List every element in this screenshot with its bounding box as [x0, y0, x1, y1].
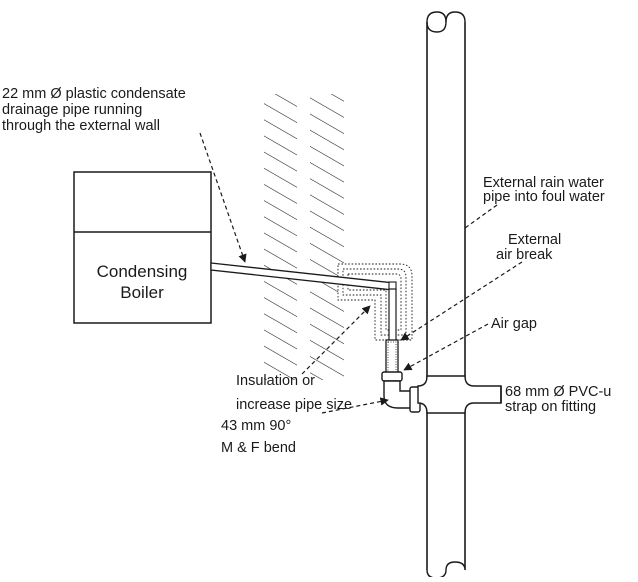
- external-wall: [264, 94, 344, 380]
- insulation-wrap: [337, 263, 413, 341]
- wall-leaf-inner: [264, 94, 297, 380]
- label-drain-pipe-line1: 22 mm Ø plastic condensate: [2, 86, 186, 102]
- leader-insulation: [301, 305, 371, 375]
- leader-air-break: [400, 261, 523, 341]
- label-bend-line2: M & F bend: [221, 440, 296, 456]
- label-air-gap: Air gap: [491, 316, 537, 332]
- label-drain-pipe-line2: drainage pipe running: [2, 102, 142, 118]
- strap-on-fitting: [417, 375, 502, 414]
- leader-rain-water-pipe: [464, 204, 498, 229]
- leader-lines: [199, 132, 523, 414]
- leader-air-gap: [403, 323, 489, 371]
- label-insulation-line2: increase pipe size: [236, 397, 352, 413]
- label-rain-water-pipe-line2: pipe into foul water: [483, 189, 605, 205]
- label-strap-line1: 68 mm Ø PVC-u: [505, 384, 611, 400]
- condensing-boiler: Condensing Boiler: [73, 171, 212, 324]
- label-bend-line1: 43 mm 90°: [221, 418, 291, 434]
- label-insulation-line1: Insulation or: [236, 373, 315, 389]
- wall-leaf-outer: [310, 94, 344, 380]
- label-strap-line2: strap on fitting: [505, 399, 596, 415]
- rain-water-downpipe: [426, 11, 466, 579]
- label-drain-pipe-line3: through the external wall: [2, 118, 160, 134]
- label-rain-water-pipe-line1: External rain water: [483, 175, 604, 191]
- boiler-label-line1: Condensing: [97, 262, 188, 281]
- external-air-break: [385, 339, 399, 375]
- label-air-break-line1: External: [508, 232, 561, 248]
- leader-bend: [321, 397, 389, 414]
- leader-drain-pipe: [199, 132, 247, 263]
- bend-43mm: [381, 371, 421, 413]
- boiler-label-line2: Boiler: [120, 283, 164, 302]
- label-air-break-line2: air break: [496, 247, 553, 263]
- labels: 22 mm Ø plastic condensate drainage pipe…: [2, 86, 611, 456]
